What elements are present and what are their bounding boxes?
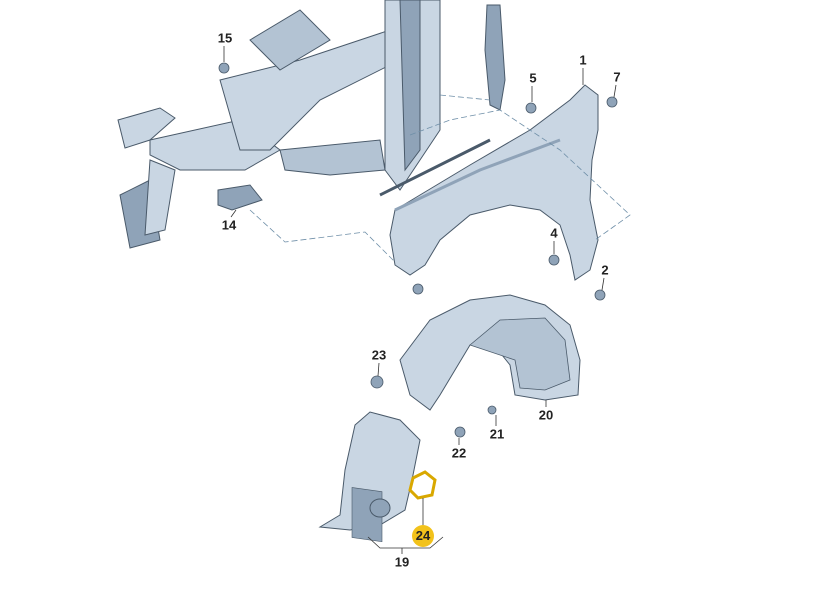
fender-part <box>379 84 599 281</box>
callout-20[interactable]: 20 <box>538 407 554 423</box>
callout-19[interactable]: 19 <box>394 554 410 570</box>
wheel-liner-part <box>399 294 581 411</box>
liner-front-part <box>318 411 421 543</box>
fasteners <box>218 62 618 438</box>
callout-4[interactable]: 4 <box>550 225 558 241</box>
body-structure <box>117 0 506 249</box>
callout-21[interactable]: 21 <box>489 426 505 442</box>
callout-5[interactable]: 5 <box>529 70 537 86</box>
callout-22[interactable]: 22 <box>451 445 467 461</box>
callout-15[interactable]: 15 <box>217 30 233 46</box>
seal-24-part <box>408 470 437 500</box>
callout-2[interactable]: 2 <box>601 262 609 278</box>
callout-7[interactable]: 7 <box>613 69 621 85</box>
callout-14[interactable]: 14 <box>221 217 237 233</box>
callout-1[interactable]: 1 <box>579 52 587 68</box>
callout-23[interactable]: 23 <box>371 347 387 363</box>
callout-24-highlighted[interactable]: 24 <box>412 525 434 547</box>
leader-lines <box>223 46 617 554</box>
dashed-guides <box>249 94 631 263</box>
